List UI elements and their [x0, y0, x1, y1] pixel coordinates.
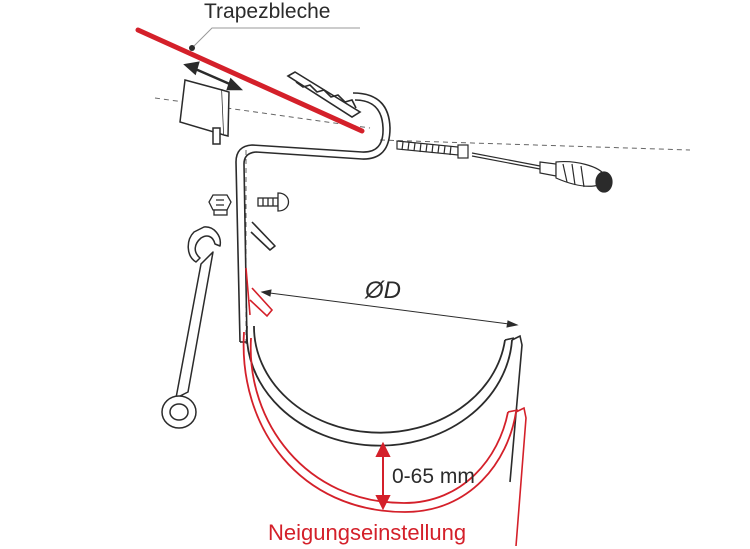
roof-sheet-leader: [191, 27, 360, 49]
tilt-range-label: 0-65 mm: [392, 465, 475, 488]
gutter-main: [245, 325, 513, 447]
roof-sheet-label: Trapezbleche: [204, 0, 330, 23]
wrench-icon: [161, 226, 222, 429]
bracket-body: [235, 92, 391, 343]
gutter-bead: [504, 334, 523, 483]
roof-sheet: [135, 27, 365, 134]
gutter-tilted-bead: [507, 406, 527, 547]
nut-icon: [208, 194, 232, 216]
tilt-dimension: [375, 441, 391, 511]
screw-icon: [396, 140, 469, 159]
gutter-tilted: [242, 331, 517, 513]
alignment-lines: [154, 97, 691, 345]
bolt-icon: [257, 192, 290, 212]
bracket-arm-tilted: [245, 267, 274, 318]
diameter-label: ØD: [364, 277, 401, 304]
serrated-hook: [286, 71, 362, 118]
tilt-adjustment-label: Neigungseinstellung: [268, 520, 466, 545]
clip-part: [179, 79, 230, 145]
slide-arrow: [183, 61, 244, 91]
screwdriver-icon: [471, 152, 613, 193]
diameter-dimension: [260, 289, 519, 328]
